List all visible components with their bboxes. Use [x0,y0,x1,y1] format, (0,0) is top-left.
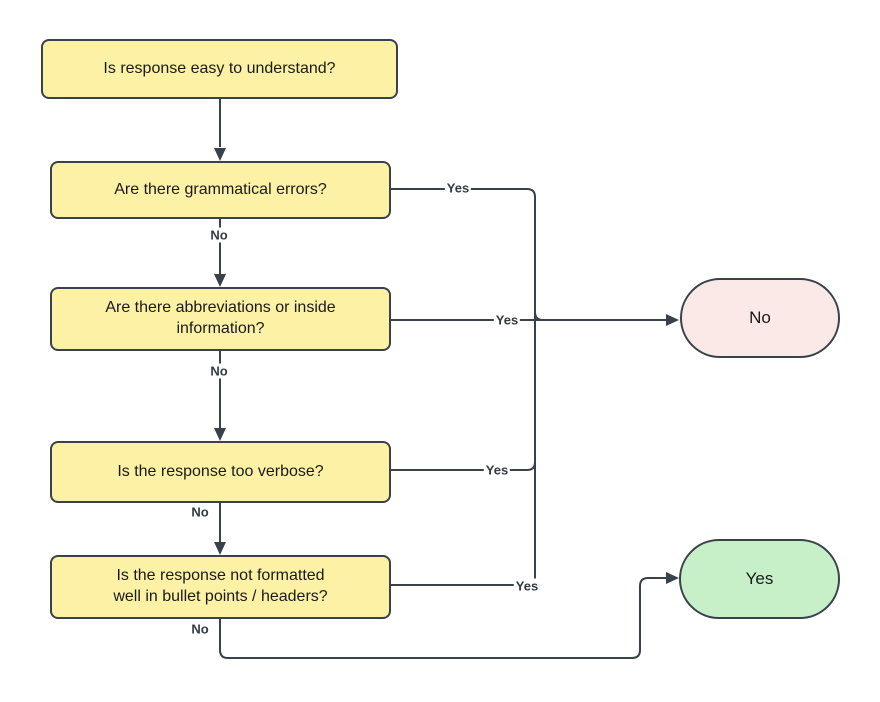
question-label: Are there abbreviations or inside inform… [105,299,336,337]
terminal-node-yes: Yes [679,539,840,619]
arrowhead-q5 [214,542,226,555]
edge-label-no-abbreviations: No [208,363,230,379]
question-label: Are there grammatical errors? [114,180,327,198]
arrowhead-q4 [214,428,226,441]
edge-label-yes-abbreviations: Yes [493,312,521,328]
question-label: Is the response too verbose? [117,462,324,480]
arrowhead-q3 [214,274,226,287]
question-node-grammatical-errors: Are there grammatical errors? [50,161,391,219]
arrowhead-no-terminal [666,314,679,326]
question-label: Is the response not formatted well in bu… [113,567,328,605]
connector-trunk-corner [534,311,544,321]
question-node-easy-to-understand: Is response easy to understand? [41,39,398,99]
arrowhead-q2 [214,148,226,161]
question-label: Is response easy to understand? [103,59,336,77]
terminal-label: Yes [745,569,774,588]
edge-label-yes-grammatical: Yes [444,180,472,196]
edge-label-yes-formatted: Yes [513,578,541,594]
edge-label-no-grammatical: No [208,227,230,243]
edge-label-yes-verbose: Yes [483,462,511,478]
terminal-node-no: No [680,278,840,358]
question-node-abbreviations: Are there abbreviations or inside inform… [50,287,391,351]
question-node-not-formatted: Is the response not formatted well in bu… [50,555,391,619]
connector-q4-yes [391,461,536,471]
question-node-too-verbose: Is the response too verbose? [50,441,391,503]
edge-label-no-formatted: No [189,621,211,637]
terminal-label: No [749,308,771,327]
arrowhead-yes-terminal [666,572,679,584]
connector-yes-trunk [391,188,536,586]
edge-label-no-verbose: No [189,504,211,520]
connector-q5-no-to-yes [219,577,666,659]
